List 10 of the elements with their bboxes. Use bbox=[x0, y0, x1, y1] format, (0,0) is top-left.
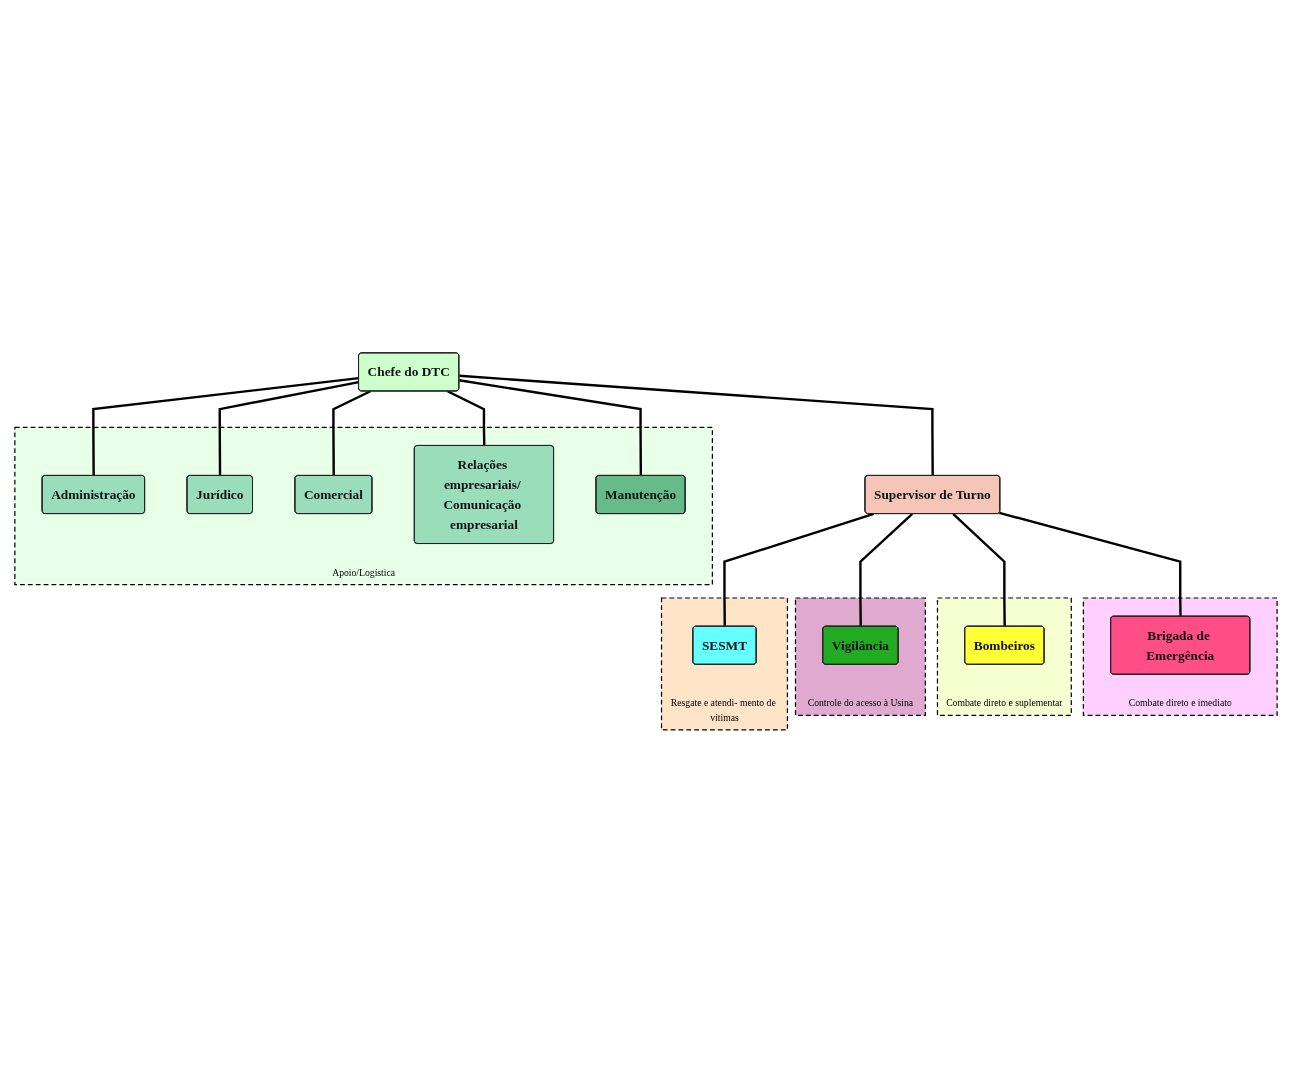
connector bbox=[447, 390, 486, 447]
connector bbox=[332, 390, 371, 476]
connector bbox=[458, 379, 643, 476]
connector bbox=[723, 512, 875, 627]
connector bbox=[459, 374, 934, 476]
connector bbox=[952, 513, 1006, 627]
connector bbox=[999, 511, 1182, 617]
connector bbox=[218, 381, 360, 476]
connector bbox=[92, 377, 359, 476]
connector bbox=[859, 513, 914, 627]
